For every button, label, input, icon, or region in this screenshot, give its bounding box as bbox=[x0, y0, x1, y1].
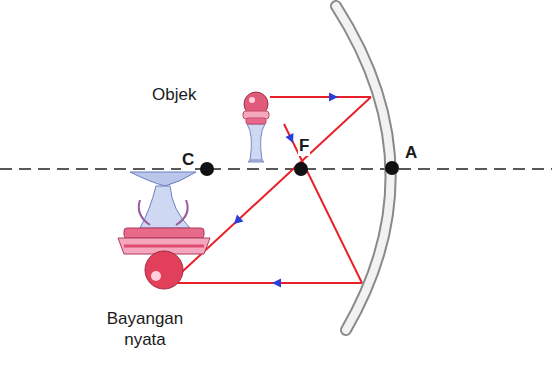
concave-mirror bbox=[336, 6, 391, 330]
principal-axis bbox=[0, 168, 552, 170]
object-figure bbox=[243, 92, 269, 162]
point-label: F bbox=[298, 135, 310, 156]
point-label: C bbox=[181, 149, 195, 170]
image-figure bbox=[118, 172, 210, 289]
image-label: Bayangan nyata bbox=[96, 308, 194, 351]
light-rays bbox=[170, 97, 371, 283]
point-label: A bbox=[404, 142, 418, 163]
mirror-surface bbox=[336, 6, 391, 330]
ray-arrows bbox=[234, 93, 338, 288]
object-label: Objek bbox=[151, 84, 197, 105]
axis-points bbox=[200, 161, 399, 176]
